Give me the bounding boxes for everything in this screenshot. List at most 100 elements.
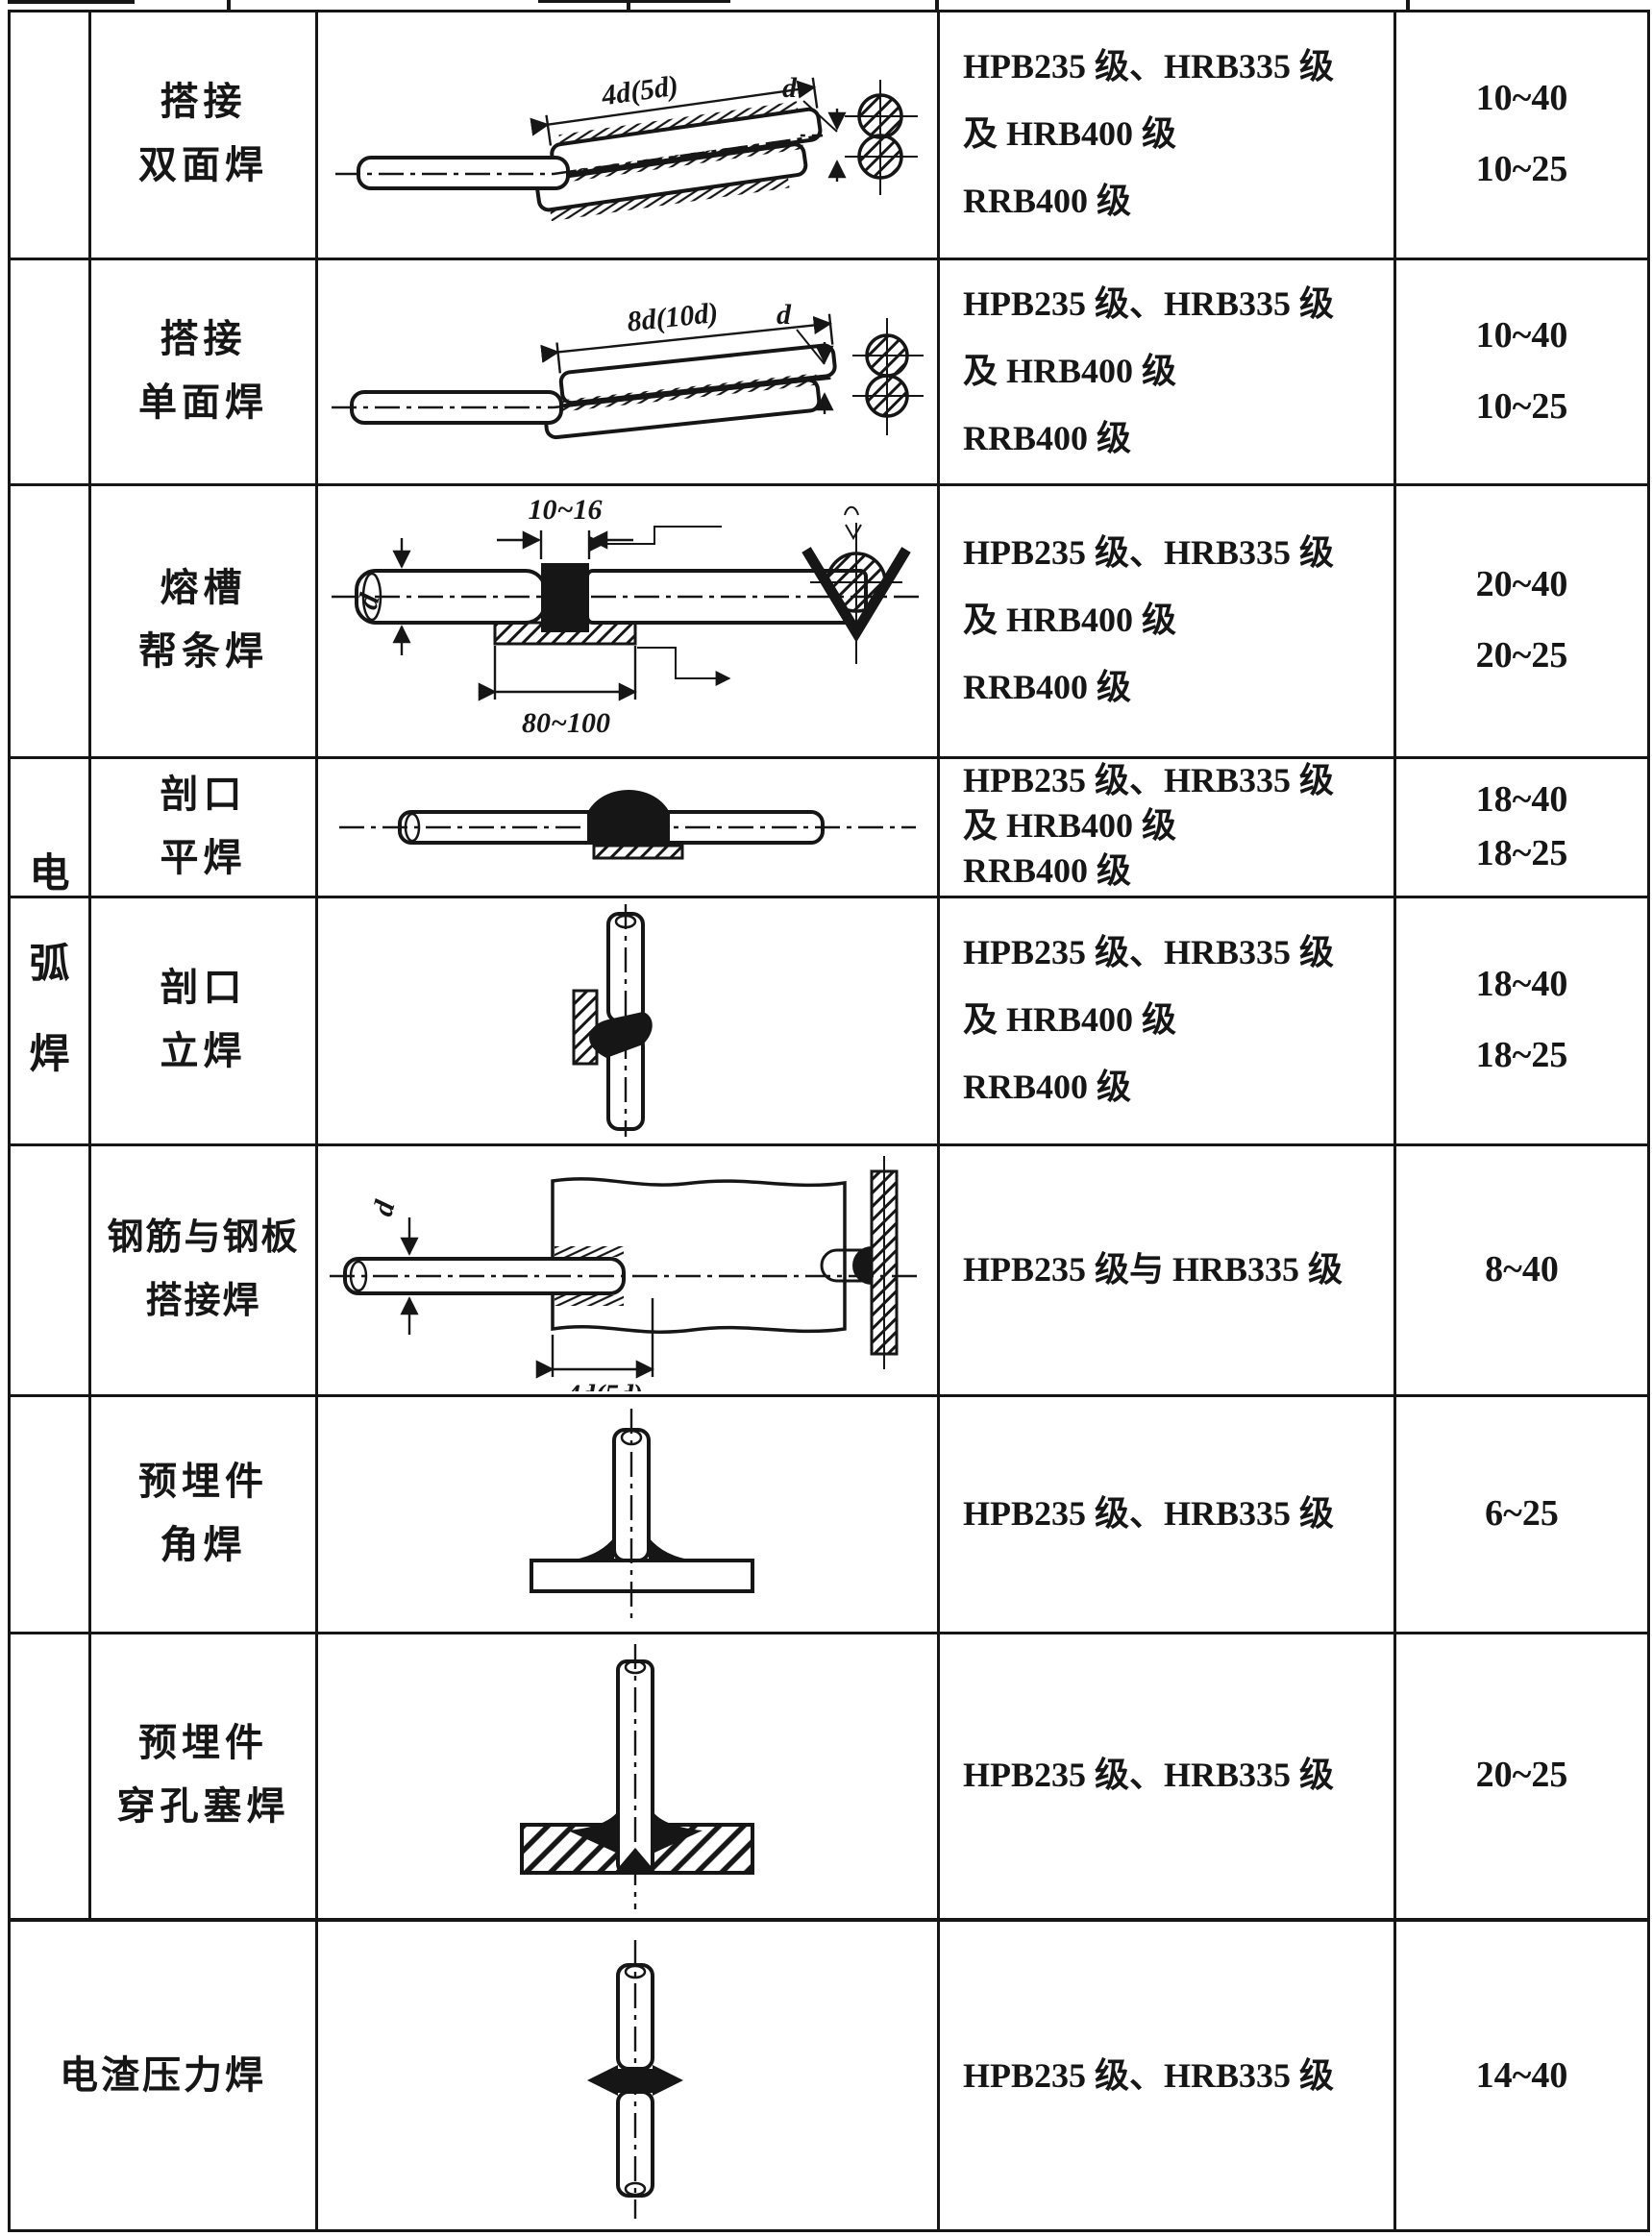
grade-line: HPB235 级、HRB335 级 bbox=[963, 1756, 1335, 1794]
diameter-value: 20~25 bbox=[1475, 635, 1568, 676]
diameter-value: 18~25 bbox=[1475, 832, 1568, 873]
grade-line: RRB400 级 bbox=[963, 668, 1132, 706]
diameter-cell: 20~40 20~25 bbox=[1396, 483, 1647, 756]
method-name-bar-plate-lap-weld: 钢筋与钢板 搭接焊 bbox=[91, 1143, 315, 1394]
name-line: 钢筋与钢板 bbox=[107, 1216, 300, 1258]
diameter-cell: 8~40 bbox=[1396, 1143, 1647, 1394]
dim-label-diameter: d bbox=[367, 1196, 402, 1219]
name-line: 熔槽 bbox=[160, 567, 247, 609]
category-char: 电 bbox=[29, 850, 70, 896]
scan-artifact bbox=[538, 0, 730, 3]
method-name-embed-plug-weld: 预埋件 穿孔塞焊 bbox=[91, 1632, 315, 1918]
row-divider bbox=[8, 1394, 1647, 1397]
table-border-right bbox=[1647, 10, 1650, 2232]
grade-line: 及 HRB400 级 bbox=[963, 601, 1177, 639]
table-border-top bbox=[8, 10, 1650, 12]
diagram-lap-single-weld: 8d(10d) d bbox=[318, 260, 934, 485]
col-divider-grades-diameter bbox=[1393, 10, 1396, 2229]
method-name-embed-fillet-weld: 预埋件 角焊 bbox=[91, 1394, 315, 1632]
diagram-bar-plate-lap-weld: d 4d(5d) bbox=[318, 1146, 934, 1411]
col-divider-name-diagram bbox=[315, 10, 318, 2229]
diameter-value: 10~25 bbox=[1475, 149, 1568, 189]
diameter-value: 20~40 bbox=[1475, 564, 1568, 604]
method-name-electroslag-pressure-weld: 电渣压力焊 bbox=[11, 1922, 315, 2229]
col-divider-category bbox=[88, 10, 91, 1918]
grades-cell: HPB235 级、HRB335 级 bbox=[940, 1632, 1393, 1918]
diameter-cell: 14~40 bbox=[1396, 1922, 1647, 2229]
diameter-cell: 10~40 10~25 bbox=[1396, 258, 1647, 483]
diameter-value: 18~25 bbox=[1475, 1035, 1568, 1075]
grade-line: HPB235 级、HRB335 级 bbox=[963, 1493, 1335, 1533]
scan-artifact bbox=[8, 0, 135, 4]
table-border-left bbox=[8, 10, 11, 2232]
name-line: 双面焊 bbox=[138, 144, 268, 186]
diagram-groove-flat-weld bbox=[318, 759, 934, 897]
col-divider-diagram-grades bbox=[937, 10, 940, 2229]
grades-cell: HPB235 级、HRB335 级 bbox=[940, 1922, 1393, 2229]
method-name-lap-double-weld: 搭接 双面焊 bbox=[91, 10, 315, 258]
method-name-groove-vertical-weld: 剖口 立焊 bbox=[91, 896, 315, 1143]
grade-line: 及 HRB400 级 bbox=[963, 1000, 1177, 1039]
table-border-bottom bbox=[8, 2229, 1650, 2232]
name-line: 平焊 bbox=[160, 836, 247, 879]
diameter-value: 18~40 bbox=[1475, 964, 1568, 1004]
dim-label-lap-length: 8d(10d) bbox=[626, 297, 720, 338]
grade-line: HPB235 级、HRB335 级 bbox=[963, 761, 1335, 799]
method-name-groove-splice-weld: 熔槽 帮条焊 bbox=[91, 483, 315, 756]
row-divider bbox=[8, 896, 1647, 898]
diagram-groove-vertical-weld bbox=[318, 898, 934, 1145]
diameter-value: 10~25 bbox=[1475, 385, 1568, 427]
grades-cell: HPB235 级与 HRB335 级 bbox=[940, 1143, 1393, 1394]
method-name-groove-flat-weld: 剖口 平焊 bbox=[91, 756, 315, 896]
grades-cell: HPB235 级、HRB335 级 及 HRB400 级 RRB400 级 bbox=[940, 756, 1393, 896]
grade-line: HPB235 级、HRB335 级 bbox=[963, 2056, 1335, 2095]
grade-line: 及 HRB400 级 bbox=[963, 351, 1177, 390]
diameter-cell: 20~25 bbox=[1396, 1632, 1647, 1918]
grade-line: HPB235 级、HRB335 级 bbox=[963, 533, 1335, 572]
name-line: 剖口 bbox=[160, 967, 247, 1009]
diameter-value: 18~40 bbox=[1475, 778, 1568, 820]
grade-line: 及 HRB400 级 bbox=[963, 806, 1177, 845]
diagram-embed-fillet-weld bbox=[318, 1397, 934, 1634]
diameter-value: 10~40 bbox=[1475, 78, 1568, 118]
diameter-value: 10~40 bbox=[1475, 314, 1568, 356]
name-line: 穿孔塞焊 bbox=[116, 1785, 290, 1828]
diameter-value: 8~40 bbox=[1485, 1248, 1559, 1290]
name-line: 搭接 bbox=[160, 317, 247, 360]
diameter-value: 6~25 bbox=[1485, 1492, 1559, 1534]
diameter-cell: 18~40 18~25 bbox=[1396, 756, 1647, 896]
diagram-groove-splice-weld: 10~16 d 80~100 bbox=[318, 486, 934, 758]
grades-cell: HPB235 级、HRB335 级 及 HRB400 级 RRB400 级 bbox=[940, 483, 1393, 756]
name-line: 预埋件 bbox=[138, 1460, 268, 1503]
grades-cell: HPB235 级、HRB335 级 及 HRB400 级 RRB400 级 bbox=[940, 10, 1393, 258]
grade-line: RRB400 级 bbox=[963, 851, 1132, 890]
grade-line: RRB400 级 bbox=[963, 1068, 1132, 1106]
grade-line: HPB235 级、HRB335 级 bbox=[963, 283, 1335, 323]
diagram-electroslag-pressure-weld bbox=[318, 1925, 934, 2231]
grades-cell: HPB235 级、HRB335 级 及 HRB400 级 RRB400 级 bbox=[940, 896, 1393, 1143]
row-divider-section bbox=[8, 1918, 1647, 1922]
scan-artifact bbox=[227, 0, 231, 10]
diameter-cell: 18~40 18~25 bbox=[1396, 896, 1647, 1143]
grade-line: HPB235 级、HRB335 级 bbox=[963, 933, 1335, 971]
name-line: 搭接 bbox=[160, 81, 247, 123]
dim-label-splice-length: 80~100 bbox=[522, 707, 610, 739]
row-divider bbox=[8, 258, 1647, 260]
dim-label-gap: 10~16 bbox=[528, 494, 602, 526]
grade-line: RRB400 级 bbox=[963, 418, 1132, 457]
grades-cell: HPB235 级、HRB335 级 bbox=[940, 1394, 1393, 1632]
dim-label-diameter: d bbox=[777, 299, 792, 331]
scan-artifact bbox=[627, 0, 630, 10]
scan-artifact bbox=[935, 0, 939, 10]
dim-label-diameter: d bbox=[782, 72, 798, 104]
scan-artifact bbox=[1406, 0, 1410, 10]
name-line: 立焊 bbox=[160, 1030, 247, 1072]
diameter-cell: 10~40 10~25 bbox=[1396, 10, 1647, 258]
grade-line: RRB400 级 bbox=[963, 182, 1132, 220]
name-line: 电渣压力焊 bbox=[60, 2054, 266, 2097]
name-line: 预埋件 bbox=[138, 1722, 268, 1764]
grade-line: 及 HRB400 级 bbox=[963, 114, 1177, 153]
category-arc-welding: 电 弧 焊 bbox=[11, 10, 88, 1918]
diameter-value: 20~25 bbox=[1475, 1755, 1568, 1795]
